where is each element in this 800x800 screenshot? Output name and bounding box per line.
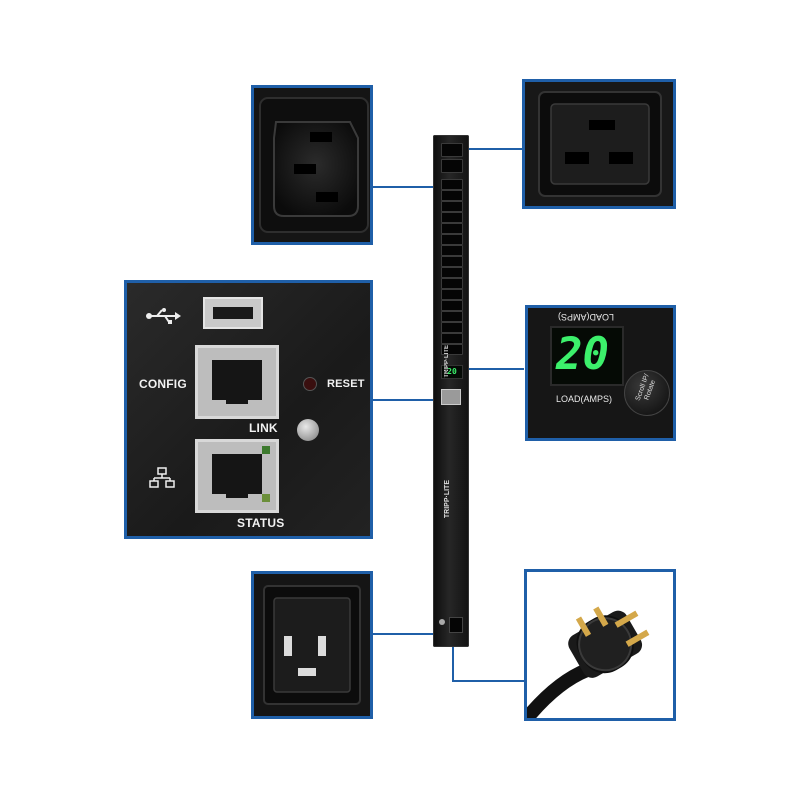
pdu-ground-screw: [439, 619, 445, 625]
load-amps-label-bottom: LOAD(AMPS): [556, 394, 613, 404]
usb-port[interactable]: [203, 297, 263, 329]
config-label: CONFIG: [139, 377, 187, 391]
connector-line-input: [372, 633, 434, 635]
plug-panel: [524, 569, 676, 721]
load-display-panel: LOAD(AMPS) 20 LOAD(AMPS) Scroll IP/ Rota…: [525, 305, 676, 441]
locking-plug-image: [527, 606, 650, 718]
config-ethernet-port[interactable]: [195, 345, 279, 419]
scroll-rotate-button[interactable]: Scroll IP/ Rotate: [624, 370, 670, 416]
c19-outlet-panel: [522, 79, 676, 209]
c13-outlet-panel: [251, 85, 373, 245]
connector-line-c19: [468, 148, 524, 150]
usb-icon: [146, 308, 181, 324]
pdu-c13-outlet: [441, 300, 463, 311]
connector-line-network: [372, 399, 434, 401]
status-led: [297, 419, 319, 441]
pdu-c13-outlet: [441, 333, 463, 344]
pdu-brand-logo-top: TRIPP·LITE: [444, 345, 450, 378]
connector-line-plug-v: [452, 646, 454, 682]
reset-label: RESET: [327, 378, 365, 390]
input-inlet-panel: [251, 571, 373, 719]
scroll-rotate-label: Scroll IP/ Rotate: [634, 373, 658, 402]
status-label: STATUS: [237, 516, 285, 530]
c20-inlet-image: [254, 574, 370, 716]
network-interface-panel: CONFIG RESET LINK STATUS: [124, 280, 373, 539]
pdu-c19-outlet-2: [441, 159, 463, 173]
pdu-c13-outlet: [441, 245, 463, 256]
connector-line-c13: [372, 186, 434, 188]
pdu-brand-logo-bottom: TRIPP·LITE: [444, 480, 451, 519]
load-amps-label-top: LOAD(AMPS): [558, 312, 615, 322]
pdu-c13-outlet: [441, 190, 463, 201]
pdu-c13-outlet: [441, 289, 463, 300]
seven-segment-display: 20: [550, 326, 624, 386]
pdu-c13-outlet: [441, 267, 463, 278]
pdu-mini-display-value: 20: [447, 367, 457, 376]
pdu-c13-outlet: [441, 212, 463, 223]
pdu-c19-outlet-1: [441, 143, 463, 157]
pdu-c13-outlet: [441, 278, 463, 289]
connector-line-display: [468, 368, 524, 370]
network-ethernet-port[interactable]: [195, 439, 279, 513]
pdu-ethernet-ports: [441, 389, 461, 405]
reset-button[interactable]: [303, 377, 317, 391]
pdu-c13-outlet: [441, 311, 463, 322]
c19-outlet-image: [525, 82, 673, 206]
pdu-c13-outlet: [441, 344, 463, 355]
network-icon: [149, 467, 175, 488]
pdu-mini-display: 20: [441, 365, 463, 379]
load-display-value: 20: [556, 329, 609, 380]
pdu-c13-outlet: [441, 201, 463, 212]
pdu-c13-outlet: [441, 179, 463, 190]
pdu-input-inlet: [449, 617, 463, 633]
pdu-strip: 20 TRIPP·LITE TRIPP·LITE: [433, 135, 469, 647]
pdu-c13-outlet: [441, 322, 463, 333]
pdu-c13-outlet: [441, 234, 463, 245]
c13-outlet-image: [254, 88, 370, 242]
pdu-c13-outlet: [441, 256, 463, 267]
pdu-c13-outlet: [441, 223, 463, 234]
link-label: LINK: [249, 421, 278, 435]
connector-line-plug-h: [452, 680, 525, 682]
